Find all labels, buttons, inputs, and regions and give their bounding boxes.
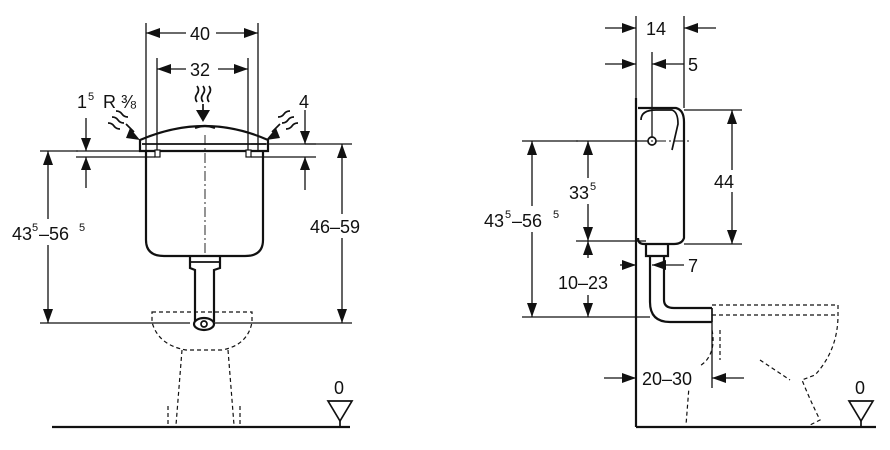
side-dim-44-arrow-bottom — [727, 230, 737, 244]
side-floor-level-marker: 0 — [847, 378, 875, 427]
side-flush-pipe — [648, 256, 712, 324]
front-dim-1-5-arrow-top — [81, 138, 91, 151]
front-view: 40 32 R ⅜ — [10, 22, 370, 429]
front-flush-button — [194, 124, 216, 130]
side-dim-10-23-arrow-top — [583, 241, 593, 255]
front-floor-level-label: 0 — [334, 378, 344, 398]
side-dim-10-23-label: 10–23 — [558, 273, 608, 293]
side-dim-33-mask — [566, 178, 610, 204]
side-dim-20-30-mask — [640, 366, 708, 390]
front-dim-4-label: 4 — [299, 92, 309, 112]
side-dim-14-label: 14 — [646, 19, 666, 39]
side-wc-pedestal — [685, 329, 721, 426]
side-dim-10-23-arrow-bottom — [583, 303, 593, 317]
front-wc-pedestal-inner — [167, 406, 241, 425]
front-dim-1-5-arrow-bottom — [81, 157, 91, 170]
front-dim-40-arrow-right — [244, 28, 258, 38]
side-dim-height-mask — [482, 206, 574, 232]
front-dim-height-right-arrow-bottom — [337, 309, 347, 323]
side-wc-bowl — [712, 304, 839, 426]
side-dim-5-arrow-right — [652, 59, 666, 69]
front-wc-pedestal — [175, 349, 235, 426]
side-dim-height-a-sup: 5 — [505, 209, 511, 221]
side-dim-33-label: 33 — [569, 183, 589, 203]
side-view: 14 5 44 33 5 43 5 –56 5 — [482, 16, 876, 429]
side-dim-14-arrow-left — [622, 23, 636, 33]
front-dim-height-left-a-sup: 5 — [32, 222, 38, 234]
side-flush-pipe-collar — [644, 244, 670, 258]
front-dim-height-left-a: 43 — [12, 224, 32, 244]
front-flush-pipe-outlet-inner — [200, 320, 208, 328]
side-dim-14-arrow-right — [684, 23, 698, 33]
side-dim-7-arrow-right — [652, 260, 666, 270]
front-inlet-thread-label: R ⅜ — [103, 92, 137, 112]
front-dim-40-arrow-left — [146, 28, 160, 38]
front-dim-height-left-b-sup: 5 — [79, 222, 85, 234]
front-water-symbol-right — [266, 110, 299, 140]
front-dim-height-right-mask — [308, 214, 370, 238]
side-dim-7-label: 7 — [688, 256, 698, 276]
front-dim-32-label: 32 — [190, 60, 210, 80]
side-dim-44-arrow-top — [727, 110, 737, 124]
front-dim-40-label: 40 — [190, 24, 210, 44]
side-dim-10-23-mask — [554, 268, 626, 294]
side-wc-inner — [759, 359, 791, 381]
front-dim-40-mask — [186, 22, 216, 44]
front-dim-height-left-mask — [10, 219, 90, 245]
front-water-symbol-top — [194, 85, 212, 122]
front-water-symbol-left — [107, 110, 140, 140]
front-dim-32-arrow-right — [234, 64, 248, 74]
front-dim-height-left-arrow-bottom — [43, 309, 53, 323]
side-dim-20-30-arrow-right — [712, 373, 726, 383]
front-dim-4-arrow-bottom — [300, 157, 310, 170]
front-inlet-right-marker — [245, 149, 252, 158]
side-dim-height-arrow-bottom — [527, 303, 537, 317]
side-dim-height-b: –56 — [512, 211, 542, 231]
side-dim-33-sup: 5 — [590, 181, 596, 193]
side-dim-5-arrow-left — [622, 59, 636, 69]
front-dim-height-left-arrow-top — [43, 151, 53, 165]
side-floor-level-label: 0 — [855, 378, 865, 398]
side-cistern-body — [636, 106, 686, 246]
side-dim-20-30-arrow-left — [622, 373, 636, 383]
front-dim-4-arrow-top — [300, 131, 310, 144]
front-dim-height-right-arrow-top — [337, 144, 347, 158]
front-dim-1-5-label: 1 — [77, 92, 87, 112]
front-dim-1-5-sup: 5 — [88, 91, 94, 103]
side-dim-44-label: 44 — [714, 172, 734, 192]
side-dim-5-label: 5 — [688, 55, 698, 75]
front-wc-bowl — [151, 311, 253, 351]
side-dim-33-arrow-bottom — [583, 227, 593, 241]
side-cistern-lid — [640, 109, 679, 151]
side-dim-33-arrow-top — [583, 141, 593, 155]
front-dim-height-right-label: 46–59 — [310, 217, 360, 237]
side-dim-height-b-sup: 5 — [553, 209, 559, 221]
side-dim-44-mask — [712, 170, 752, 192]
front-cistern-body — [144, 150, 265, 258]
side-dim-height-arrow-top — [527, 141, 537, 155]
side-dim-height-a: 43 — [484, 211, 504, 231]
front-flush-pipe-outlet — [192, 316, 216, 332]
side-dim-20-30-label: 20–30 — [642, 369, 692, 389]
front-cistern-lid — [138, 124, 270, 153]
front-dim-32-mask — [186, 58, 218, 80]
front-inlet-left-marker — [154, 149, 161, 158]
side-dim-7-arrow-left — [622, 260, 636, 270]
front-floor-level-marker: 0 — [326, 378, 354, 427]
front-dim-height-left-b: –56 — [39, 224, 69, 244]
front-dim-32-arrow-left — [157, 64, 171, 74]
